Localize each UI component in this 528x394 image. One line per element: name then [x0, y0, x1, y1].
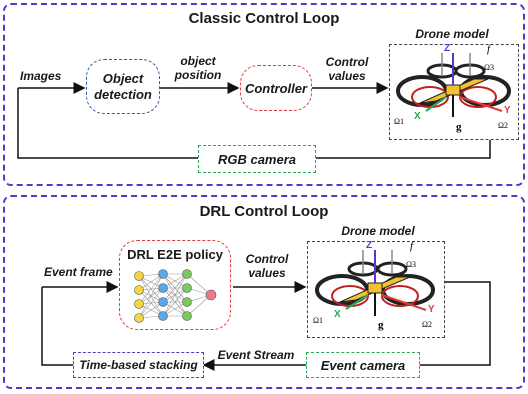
g-label: g [456, 121, 462, 133]
event-stream-label: Event Stream [217, 348, 295, 362]
omega1-label: Ω1 [394, 117, 404, 126]
f-label: f [410, 240, 414, 252]
rgb-camera-label: RGB camera [217, 151, 297, 167]
controller-box: Controller [240, 65, 312, 111]
event-camera-label: Event camera [320, 357, 406, 373]
time-based-stacking-box: Time-based stacking [73, 352, 204, 378]
drl-feedback-line [420, 281, 491, 366]
event-frame-label: Event frame [44, 265, 113, 279]
omega2-label: Ω2 [498, 121, 508, 130]
y-axis-label: Y [428, 304, 435, 315]
drl-return-line [41, 287, 73, 366]
classic-feedback-line [316, 140, 491, 159]
rgb-camera-box: RGB camera [198, 145, 316, 173]
x-axis-label: X [334, 309, 341, 320]
object-position-label: object position [174, 54, 222, 82]
control-values-label-classic: Control values [325, 55, 369, 83]
omega3-label: Ω3 [406, 260, 416, 269]
drone-icon [315, 250, 435, 316]
drone-model-box-drl: Z f Ω3 X Ω1 g Y Ω2 [307, 240, 445, 338]
images-label: Images [20, 69, 62, 83]
object-detection-box: Object detection [86, 59, 160, 114]
drone-model-label-drl: Drone model [341, 224, 415, 238]
y-axis-label: Y [504, 105, 511, 116]
neural-network-icon [134, 269, 217, 323]
omega1-label: Ω1 [313, 316, 323, 325]
z-axis-label: Z [366, 240, 373, 251]
time-based-stacking-label: Time-based stacking [79, 358, 198, 372]
object-detection-label: Object detection [94, 70, 152, 102]
control-values-label-drl: Control values [245, 252, 289, 280]
drl-title: DRL Control Loop [199, 203, 329, 220]
omega2-label: Ω2 [422, 320, 432, 329]
drone-model-label-classic: Drone model [415, 27, 489, 41]
z-axis-label: Z [444, 43, 451, 54]
classic-return-line [17, 88, 198, 159]
drone-model-box-classic: Z f Ω3 X Ω1 g Y Ω2 [389, 43, 519, 140]
controller-label: Controller [244, 80, 308, 96]
classic-title: Classic Control Loop [188, 10, 340, 27]
event-camera-box: Event camera [306, 352, 420, 378]
drl-policy-label: DRL E2E policy [127, 247, 223, 262]
x-axis-label: X [414, 111, 421, 122]
drl-policy-box: DRL E2E policy [119, 240, 231, 330]
omega3-label: Ω3 [484, 63, 494, 72]
drone-icon [396, 53, 511, 117]
f-label: f [487, 43, 491, 55]
g-label: g [378, 319, 384, 331]
